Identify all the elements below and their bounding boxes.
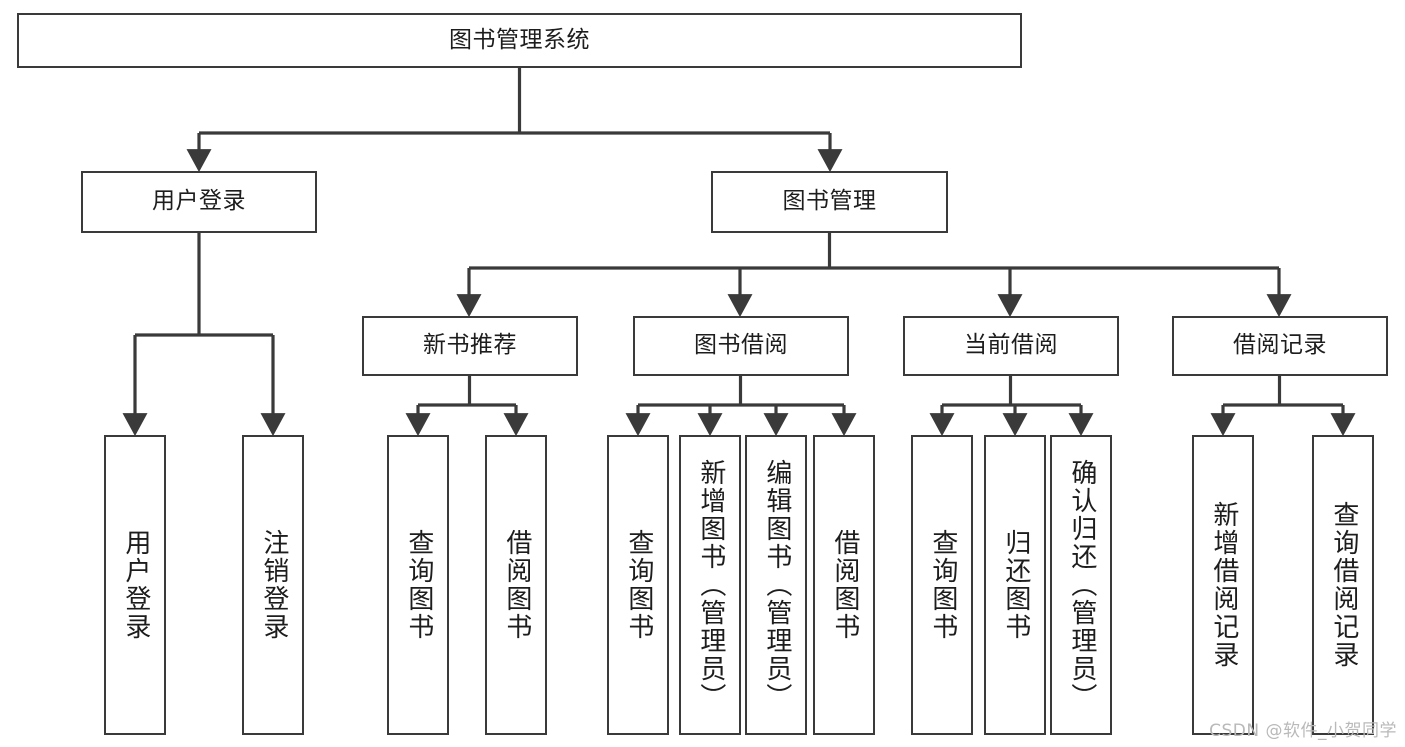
node-leaf-borrow-book[interactable]: 借阅图书 <box>813 435 875 735</box>
node-leaf-query-book-current-label: 查询图书 <box>927 529 958 641</box>
node-leaf-add-book[interactable]: 新增图书（管理员） <box>679 435 741 735</box>
node-leaf-logout-login[interactable]: 注销登录 <box>242 435 304 735</box>
node-leaf-user-login-label: 用户登录 <box>120 529 151 641</box>
node-user-login-label: 用户登录 <box>152 188 246 215</box>
node-book-borrow[interactable]: 图书借阅 <box>633 316 849 376</box>
node-borrow-record-label: 借阅记录 <box>1233 332 1327 359</box>
node-book-borrow-label: 图书借阅 <box>694 332 788 359</box>
node-leaf-query-book-recommend[interactable]: 查询图书 <box>387 435 449 735</box>
node-borrow-record[interactable]: 借阅记录 <box>1172 316 1388 376</box>
node-leaf-edit-book[interactable]: 编辑图书（管理员） <box>745 435 807 735</box>
node-root-label: 图书管理系统 <box>449 26 590 53</box>
node-leaf-query-borrow-record[interactable]: 查询借阅记录 <box>1312 435 1374 735</box>
node-leaf-borrow-book-recommend[interactable]: 借阅图书 <box>485 435 547 735</box>
node-leaf-query-book-borrow[interactable]: 查询图书 <box>607 435 669 735</box>
node-book-management-label: 图书管理 <box>782 188 877 215</box>
node-leaf-add-borrow-record-label: 新增借阅记录 <box>1208 501 1239 669</box>
node-leaf-borrow-book-label: 借阅图书 <box>829 529 860 641</box>
node-leaf-logout-login-label: 注销登录 <box>258 529 289 641</box>
node-new-book-recommend[interactable]: 新书推荐 <box>362 316 578 376</box>
node-book-management[interactable]: 图书管理 <box>711 171 948 233</box>
node-root[interactable]: 图书管理系统 <box>17 13 1022 68</box>
node-leaf-confirm-return-label: 确认归还（管理员） <box>1066 459 1097 711</box>
node-leaf-return-book[interactable]: 归还图书 <box>984 435 1046 735</box>
node-new-book-recommend-label: 新书推荐 <box>423 332 517 359</box>
node-leaf-add-borrow-record[interactable]: 新增借阅记录 <box>1192 435 1254 735</box>
node-leaf-query-book-borrow-label: 查询图书 <box>623 529 654 641</box>
node-leaf-query-borrow-record-label: 查询借阅记录 <box>1328 501 1359 669</box>
node-leaf-query-book-recommend-label: 查询图书 <box>403 529 434 641</box>
node-leaf-return-book-label: 归还图书 <box>1000 529 1031 641</box>
node-leaf-user-login[interactable]: 用户登录 <box>104 435 166 735</box>
node-leaf-edit-book-label: 编辑图书（管理员） <box>761 459 792 711</box>
csdn-watermark: CSDN @软件_小贺同学 <box>1209 721 1397 741</box>
node-leaf-borrow-book-recommend-label: 借阅图书 <box>501 529 532 641</box>
node-leaf-add-book-label: 新增图书（管理员） <box>695 459 726 711</box>
node-current-borrow[interactable]: 当前借阅 <box>903 316 1119 376</box>
node-user-login[interactable]: 用户登录 <box>81 171 317 233</box>
node-leaf-query-book-current[interactable]: 查询图书 <box>911 435 973 735</box>
node-current-borrow-label: 当前借阅 <box>964 332 1058 359</box>
node-leaf-confirm-return[interactable]: 确认归还（管理员） <box>1050 435 1112 735</box>
